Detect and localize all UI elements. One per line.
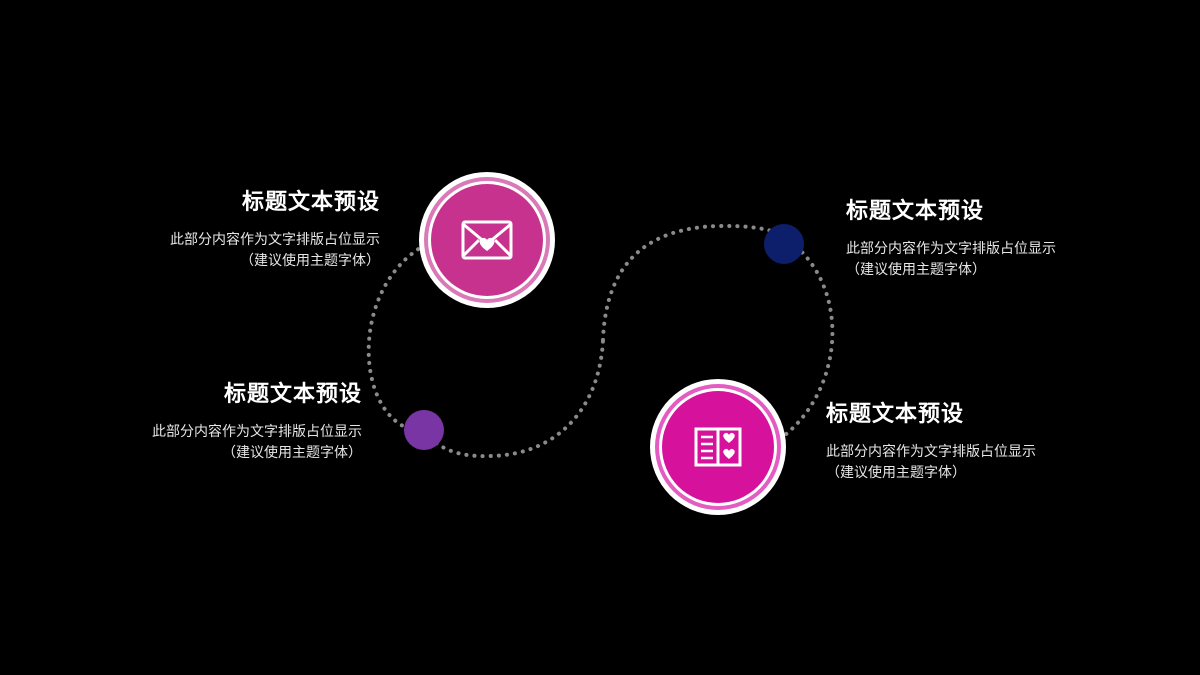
block-description: 此部分内容作为文字排版占位显示 （建议使用主题字体）: [826, 442, 1126, 484]
description-line: 此部分内容作为文字排版占位显示: [826, 444, 1036, 460]
block-description: 此部分内容作为文字排版占位显示 （建议使用主题字体）: [62, 422, 362, 464]
description-line: 此部分内容作为文字排版占位显示: [152, 424, 362, 440]
description-line: （建议使用主题字体）: [222, 445, 362, 461]
dotted-path-left-loop: [366, 243, 605, 459]
block-title: 标题文本预设: [223, 382, 362, 407]
node-bottom-book: [650, 379, 786, 515]
envelope-heart-icon: [461, 220, 513, 260]
description-line: 此部分内容作为文字排版占位显示: [846, 241, 1056, 257]
dot-purple: [404, 410, 444, 450]
block-description: 此部分内容作为文字排版占位显示 （建议使用主题字体）: [80, 230, 380, 272]
block-title: 标题文本预设: [241, 190, 380, 215]
block-title: 标题文本预设: [846, 199, 985, 224]
block-description: 此部分内容作为文字排版占位显示 （建议使用主题字体）: [846, 239, 1146, 281]
description-line: （建议使用主题字体）: [846, 262, 986, 278]
description-line: 此部分内容作为文字排版占位显示: [170, 232, 380, 248]
node-top-envelope: [419, 172, 555, 308]
text-block-top-right: 标题文本预设 此部分内容作为文字排版占位显示 （建议使用主题字体）: [846, 197, 1146, 281]
text-block-bottom-right: 标题文本预设 此部分内容作为文字排版占位显示 （建议使用主题字体）: [826, 400, 1126, 484]
dot-navy: [764, 224, 804, 264]
description-line: （建议使用主题字体）: [240, 253, 380, 269]
open-book-heart-icon: [694, 427, 742, 467]
description-line: （建议使用主题字体）: [826, 465, 966, 481]
text-block-bottom-left: 标题文本预设 此部分内容作为文字排版占位显示 （建议使用主题字体）: [62, 380, 362, 464]
text-block-top-left: 标题文本预设 此部分内容作为文字排版占位显示 （建议使用主题字体）: [80, 188, 380, 272]
block-title: 标题文本预设: [826, 402, 965, 427]
